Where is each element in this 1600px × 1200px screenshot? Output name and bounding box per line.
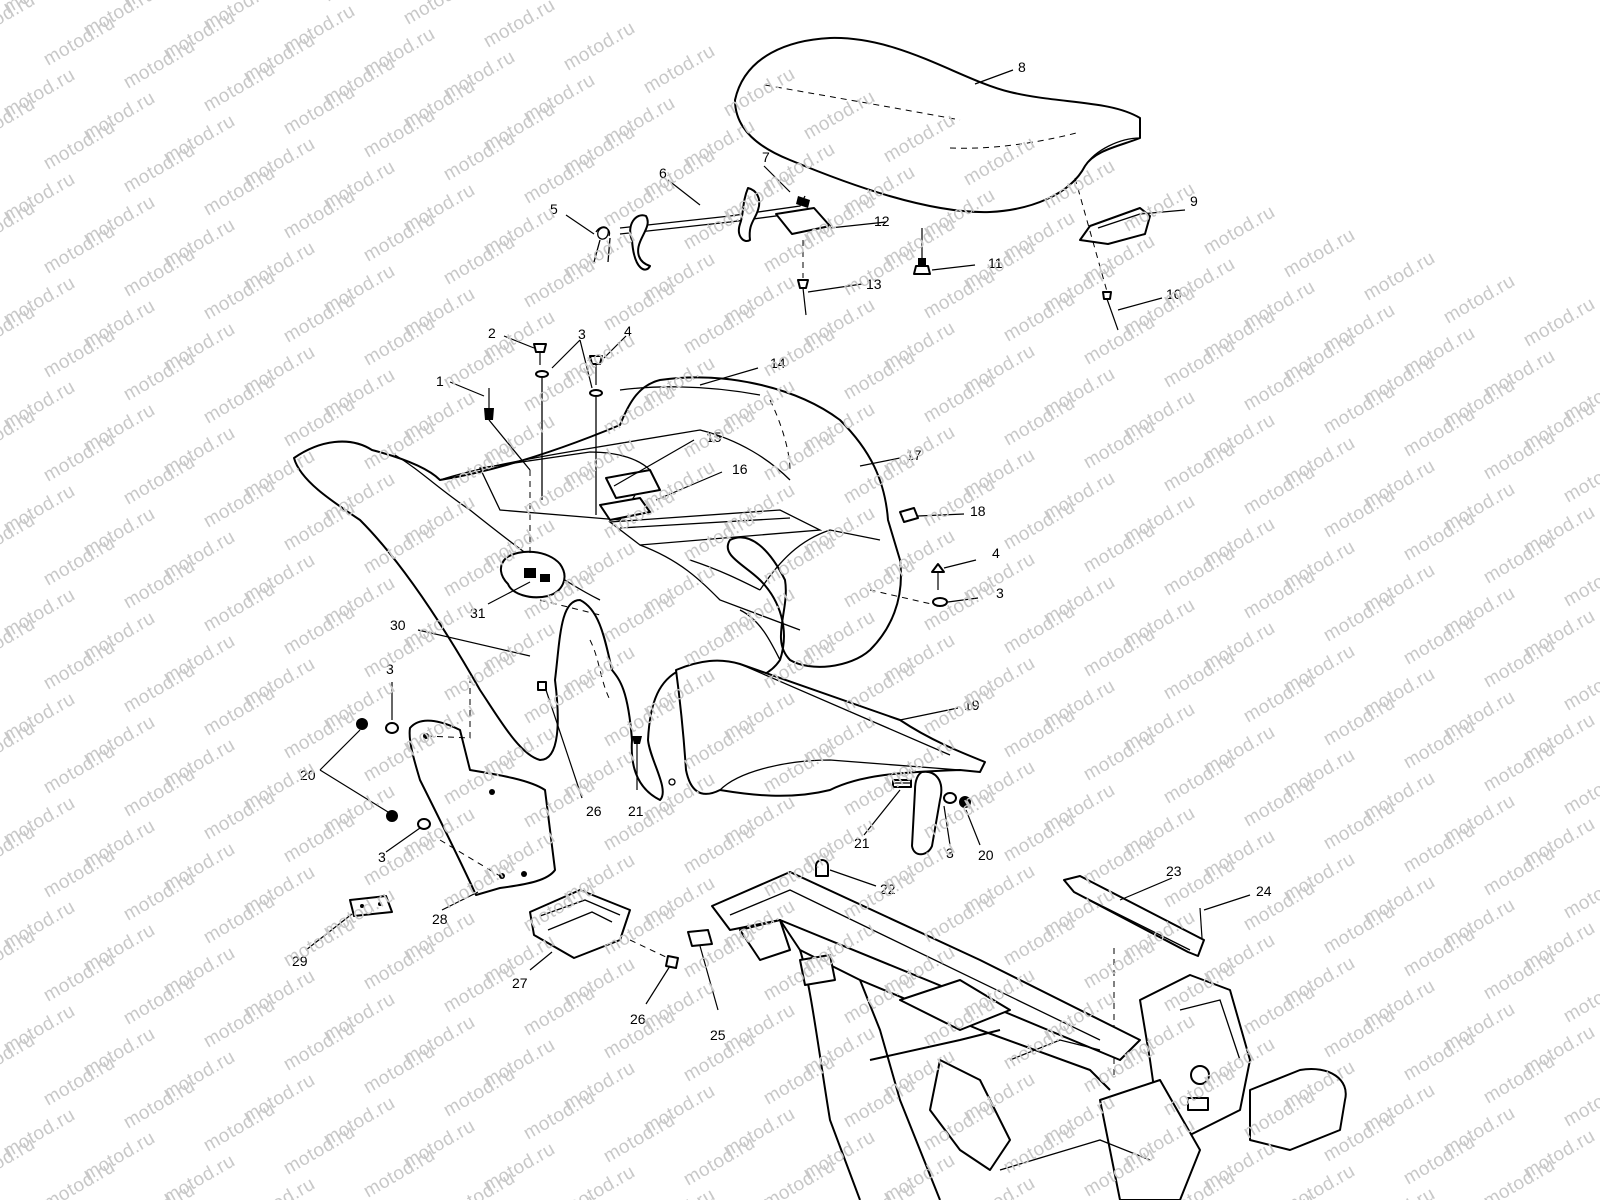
- part-bolt-26-upper: [537, 681, 547, 691]
- part-inner-fender-19: [668, 659, 986, 797]
- callout-15: 15: [706, 429, 722, 445]
- callout-4b: 4: [992, 545, 1000, 561]
- part-decal-16: [599, 497, 651, 521]
- callout-12: 12: [874, 213, 890, 229]
- callout-20a: 20: [300, 767, 316, 783]
- leader-lines: [305, 69, 1251, 1011]
- callout-6: 6: [659, 165, 667, 181]
- part-bolt-21-left: [632, 736, 642, 790]
- callout-31: 31: [470, 605, 486, 621]
- callout-26b: 26: [630, 1011, 646, 1027]
- part-fastener-24: [1199, 907, 1203, 939]
- callout-27: 27: [512, 975, 528, 991]
- callout-24: 24: [1256, 883, 1272, 899]
- callout-13: 13: [866, 276, 882, 292]
- part-seat: [734, 36, 1141, 214]
- part-frame: [711, 871, 1347, 1200]
- callout-14: 14: [770, 355, 786, 371]
- callout-3: 3: [578, 326, 586, 342]
- part-screw-1: [484, 388, 531, 556]
- part-plate-12: [775, 207, 831, 235]
- callout-11: 11: [988, 255, 1003, 271]
- callout-10: 10: [1166, 286, 1182, 302]
- callout-25: 25: [710, 1027, 726, 1043]
- callout-2: 2: [488, 325, 496, 341]
- part-screw-13: [797, 240, 809, 316]
- callout-3d: 3: [378, 849, 386, 865]
- part-bolt-10: [1102, 291, 1119, 331]
- callout-4: 4: [624, 323, 632, 339]
- callout-21b: 21: [854, 835, 870, 851]
- callout-28: 28: [432, 911, 448, 927]
- callout-7: 7: [762, 149, 770, 165]
- part-mudflap-28: [408, 680, 556, 896]
- callout-9: 9: [1190, 193, 1198, 209]
- callout-18: 18: [970, 503, 986, 519]
- callout-22: 22: [880, 881, 896, 897]
- callout-5: 5: [550, 201, 558, 217]
- part-bolt-4-top: [589, 355, 603, 515]
- part-plate-29: [349, 895, 393, 917]
- callout-20b: 20: [978, 847, 994, 863]
- callout-17: 17: [906, 447, 922, 463]
- part-nuts-left: [356, 718, 431, 830]
- part-pad-25: [687, 929, 713, 947]
- part-bolt-4-side: [869, 563, 948, 607]
- callout-29: 29: [292, 953, 308, 969]
- part-rear-fender-30: [293, 376, 902, 801]
- callout-3c: 3: [386, 661, 394, 677]
- callout-19: 19: [964, 697, 980, 713]
- callout-numbers: 8 7 6 5 9 12 11 13 10 2 3 4 1 14 15 16 1…: [292, 59, 1272, 1043]
- callout-16: 16: [732, 461, 748, 477]
- callout-8: 8: [1018, 59, 1026, 75]
- callout-23: 23: [1166, 863, 1182, 879]
- part-bolt-21-right: [892, 779, 912, 788]
- part-bolt-26-lower: [665, 955, 679, 969]
- part-bolt-2: [533, 343, 549, 500]
- callout-1: 1: [436, 373, 444, 389]
- part-decal-15: [605, 469, 661, 499]
- callout-3b: 3: [996, 585, 1004, 601]
- callout-3e: 3: [946, 845, 954, 861]
- callout-30: 30: [390, 617, 406, 633]
- part-seat-bracket: [1079, 207, 1151, 245]
- part-clip-18: [899, 507, 919, 523]
- part-grommet-22: [815, 859, 829, 877]
- part-bracket-27: [529, 889, 631, 959]
- part-spring-5: [593, 226, 611, 263]
- part-bracket-right: [911, 770, 943, 856]
- part-grommet-11: [913, 228, 931, 275]
- callout-21a: 21: [628, 803, 644, 819]
- part-bracket-23: [1063, 875, 1205, 957]
- callout-26a: 26: [586, 803, 602, 819]
- part-latch-rod-6: [619, 187, 807, 271]
- part-knob-7: [796, 196, 810, 208]
